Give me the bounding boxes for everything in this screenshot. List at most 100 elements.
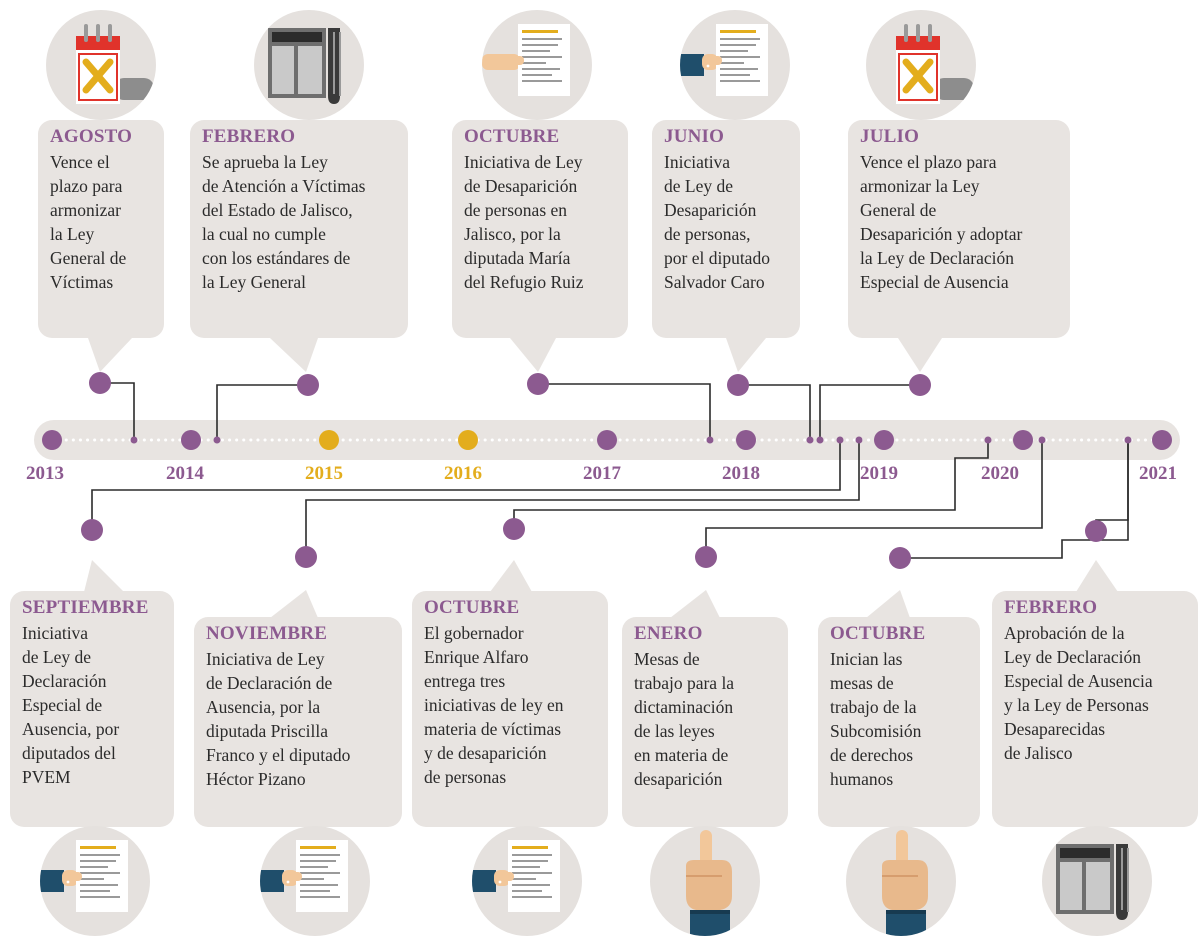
event-marker [836,436,844,444]
event-marker [1038,436,1046,444]
event-card-bottom-2: NOVIEMBRE Iniciativa de Ley de Declaraci… [194,617,402,827]
event-description: Vence el plazo para armonizar la Ley Gen… [860,152,1023,292]
event-description: Inician las mesas de trabajo de la Subco… [830,649,922,789]
event-description: Vence el plazo para armonizar la Ley Gen… [50,152,127,292]
year-label: 2017 [583,463,621,484]
year-dot [1013,430,1033,450]
event-dot [727,374,749,396]
event-card-bottom-3: OCTUBRE El gobernador Enrique Alfaro ent… [412,591,608,827]
year-label: 2021 [1139,463,1177,484]
event-description: Iniciativa de Ley de Desaparición de per… [664,152,770,292]
event-dot [909,374,931,396]
event-month: FEBRERO [202,126,296,147]
event-description: El gobernador Enrique Alfaro entrega tre… [424,623,564,787]
event-description: Mesas de trabajo para la dictaminación d… [634,649,735,789]
event-marker [1124,436,1132,444]
event-dot [297,374,319,396]
event-dot [503,518,525,540]
year-dot [319,430,339,450]
event-description: Se aprueba la Ley de Atención a Víctimas… [202,152,366,292]
event-month: AGOSTO [50,126,133,147]
event-card-top-1: AGOSTO Vence el plazo para armonizar la … [38,120,164,338]
event-card-top-4: JUNIO Iniciativa de Ley de Desaparición … [652,120,800,338]
card-pointer [726,338,766,372]
connector-line [705,440,1043,557]
newspaper-icon [254,10,364,120]
year-dot [181,430,201,450]
card-pointer [866,590,910,618]
pointing-hand-icon [846,826,956,936]
year-dot [736,430,756,450]
event-card-top-2: FEBRERO Se aprueba la Ley de Atención a … [190,120,408,338]
document-hand-icon [472,826,582,936]
year-label: 2015 [305,463,343,484]
year-label: 2020 [981,463,1019,484]
event-month: FEBRERO [1004,597,1098,618]
year-label: 2016 [444,463,482,484]
card-pointer [898,338,942,372]
event-dot [1085,520,1107,542]
event-card-bottom-1: SEPTIEMBRE Iniciativa de Ley de Declarac… [10,591,174,827]
card-pointer [270,338,318,372]
event-card-top-5: JULIO Vence el plazo para armonizar la L… [848,120,1070,338]
document-hand-icon [40,826,150,936]
document-hand-icon [482,10,592,120]
year-dot [874,430,894,450]
event-marker [706,436,714,444]
event-marker [816,436,824,444]
year-label: 2018 [722,463,760,484]
connector-line [738,384,811,440]
event-dot [527,373,549,395]
card-pointer [88,338,132,372]
document-hand-icon [260,826,370,936]
event-month: ENERO [634,623,703,644]
card-pointer [510,338,556,372]
newspaper-icon [1042,826,1152,936]
card-pointer [670,590,720,618]
event-description: Iniciativa de Ley de Declaración de Ause… [206,649,351,789]
card-pointer [1076,560,1118,592]
pointing-hand-icon [650,826,760,936]
event-dot [889,547,911,569]
event-card-top-3: OCTUBRE Iniciativa de Ley de Desaparició… [452,120,628,338]
year-label: 2019 [860,463,898,484]
connector-line [91,440,841,530]
event-month: SEPTIEMBRE [22,597,149,618]
calendar-icon [46,10,156,120]
event-description: Iniciativa de Ley de Desaparición de per… [464,152,584,292]
document-hand-icon [680,10,790,120]
event-dot [295,546,317,568]
event-month: NOVIEMBRE [206,623,328,644]
year-label: 2014 [166,463,204,484]
event-marker [213,436,221,444]
card-pointer [490,560,532,592]
event-card-bottom-4: ENERO Mesas de trabajo para la dictamina… [622,617,788,827]
year-dot [1152,430,1172,450]
connector-line [819,384,920,440]
event-marker [130,436,138,444]
connector-line [100,382,135,440]
calendar-icon [866,10,976,120]
year-dot [458,430,478,450]
connector-line [216,384,308,440]
event-description: Aprobación de la Ley de Declaración Espe… [1004,623,1153,763]
event-marker [806,436,814,444]
connector-line [513,440,989,529]
year-label: 2013 [26,463,64,484]
card-pointer [270,590,318,618]
event-card-bottom-6: FEBRERO Aprobación de la Ley de Declarac… [992,591,1198,827]
event-dot [81,519,103,541]
event-description: Iniciativa de Ley de Declaración Especia… [22,623,120,787]
event-month: JUNIO [664,126,725,147]
event-dot [89,372,111,394]
year-dot [42,430,62,450]
event-dot [695,546,717,568]
event-month: OCTUBRE [830,623,926,644]
connector-line [538,383,711,440]
event-month: OCTUBRE [464,126,560,147]
event-marker [855,436,863,444]
event-card-bottom-5: OCTUBRE Inician las mesas de trabajo de … [818,617,980,827]
event-month: JULIO [860,126,920,147]
